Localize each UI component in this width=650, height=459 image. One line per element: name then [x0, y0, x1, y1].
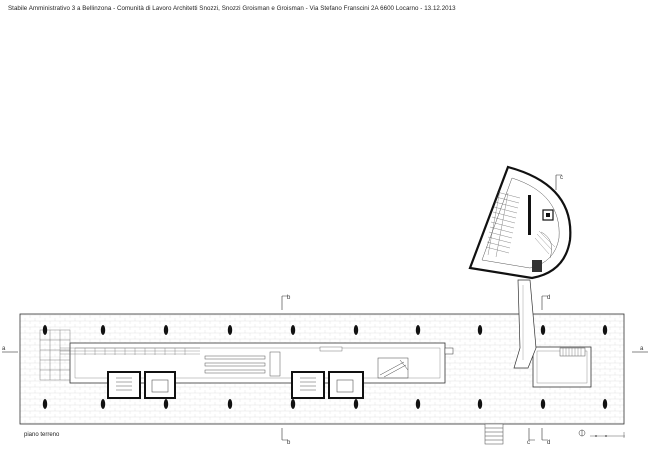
stair-core-left [107, 371, 176, 399]
scale-bar [590, 432, 625, 438]
header-architects: Comunità di Lavoro Architetti Snozzi, Sn… [116, 5, 304, 12]
drawing-header: Stabile Amministrativo 3 a Bellinzona - … [8, 5, 456, 12]
annex-building [532, 346, 592, 388]
header-address: Via Stefano Franscini 2A 6600 Locarno [309, 5, 419, 12]
header-separator: - [418, 5, 425, 12]
marker-b-top: b [287, 295, 291, 301]
marker-a-right: a [640, 346, 644, 352]
section-markers [2, 174, 648, 441]
header-separator: - [111, 5, 117, 12]
auditorium [468, 165, 572, 280]
ramp [377, 357, 409, 379]
columns [42, 325, 608, 409]
plaza-seating [39, 329, 71, 381]
walkway [513, 279, 537, 369]
north-arrow-icon [578, 429, 586, 437]
seating-rows [60, 347, 200, 355]
stair-core-right [291, 371, 364, 399]
marker-a-left: a [2, 346, 6, 352]
marker-c-bottom: c [527, 440, 530, 446]
marker-c-top: c [560, 175, 563, 181]
header-date: 13.12.2013 [424, 5, 456, 12]
exterior-stair [484, 423, 504, 445]
marker-d-top: d [547, 295, 550, 301]
marker-d-bottom: d [547, 440, 550, 446]
marker-b-bottom: b [287, 440, 291, 446]
header-separator: - [303, 5, 310, 12]
central-building [60, 342, 454, 384]
floor-label: piano terreno [24, 432, 60, 438]
header-title: Stabile Amministrativo 3 a Bellinzona [8, 5, 112, 12]
